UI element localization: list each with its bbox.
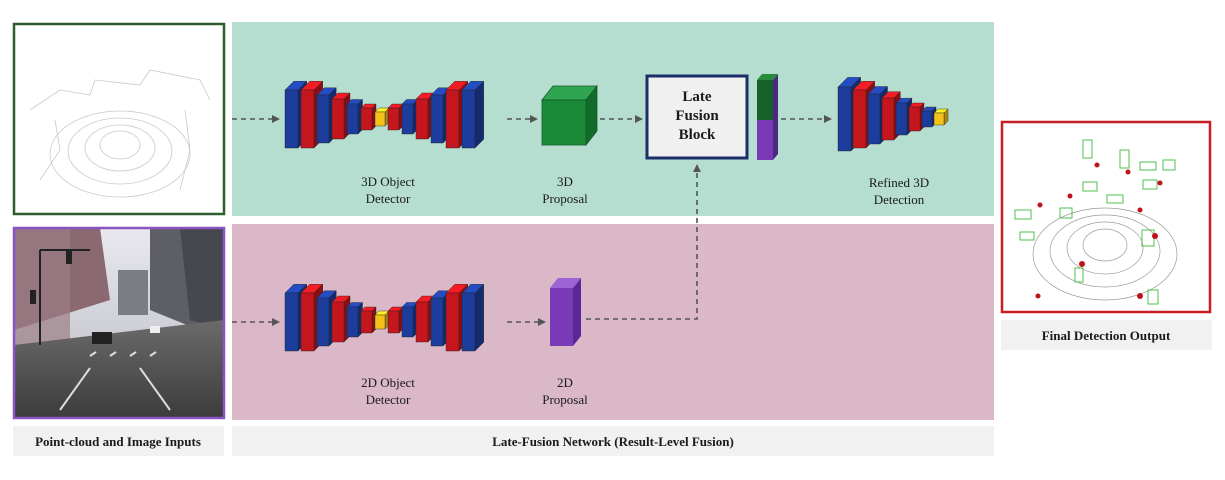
proposal-3d-cube — [541, 84, 598, 147]
network-block — [387, 306, 404, 334]
proposal-3d-label-1: 3D — [557, 174, 573, 189]
refined-label-2: Detection — [874, 192, 925, 207]
detection-output-image — [1000, 120, 1212, 314]
fusion-label-line2: Fusion — [675, 108, 719, 124]
network-block — [374, 107, 390, 127]
network-block — [374, 310, 390, 330]
network-caption-box — [232, 426, 994, 456]
network-block — [461, 80, 485, 149]
proposal-2d-slab — [550, 278, 581, 346]
street-camera-image — [12, 226, 226, 420]
network-block — [346, 302, 363, 338]
output-caption-box — [1001, 320, 1212, 350]
network-block — [346, 99, 363, 135]
detector-3d-network — [284, 80, 485, 149]
inputs-caption-box — [13, 426, 224, 456]
proposal-2d-label-1: 2D — [557, 375, 573, 390]
network-block — [360, 306, 377, 334]
network-block — [360, 103, 377, 131]
fusion-label-line1: Late — [682, 89, 712, 105]
network-block — [401, 302, 418, 338]
fusion-label-line3: Block — [679, 127, 716, 143]
inputs-caption: Point-cloud and Image Inputs — [35, 434, 201, 449]
network-caption: Late-Fusion Network (Result-Level Fusion… — [492, 434, 734, 449]
network-block — [908, 102, 925, 132]
proposal-2d-label-2: Proposal — [542, 392, 588, 407]
output-caption: Final Detection Output — [1042, 328, 1171, 343]
fused-proposal-stack — [757, 74, 778, 160]
pointcloud-image — [12, 22, 226, 216]
refined-detection-network — [837, 76, 949, 152]
arrow-2d-proposal-to-fusion — [586, 164, 701, 320]
fusion-block: Late Fusion Block — [645, 74, 749, 160]
network-block — [401, 99, 418, 135]
detector-3d-label-2: Detector — [366, 191, 411, 206]
proposal-3d-label-2: Proposal — [542, 191, 588, 206]
detector-3d-label-1: 3D Object — [361, 174, 415, 189]
network-block — [387, 103, 404, 131]
detector-2d-label-2: Detector — [366, 392, 411, 407]
detector-2d-label-1: 2D Object — [361, 375, 415, 390]
network-block — [933, 108, 949, 126]
detector-2d-network — [284, 283, 485, 352]
refined-label-1: Refined 3D — [869, 175, 929, 190]
network-block — [461, 283, 485, 352]
